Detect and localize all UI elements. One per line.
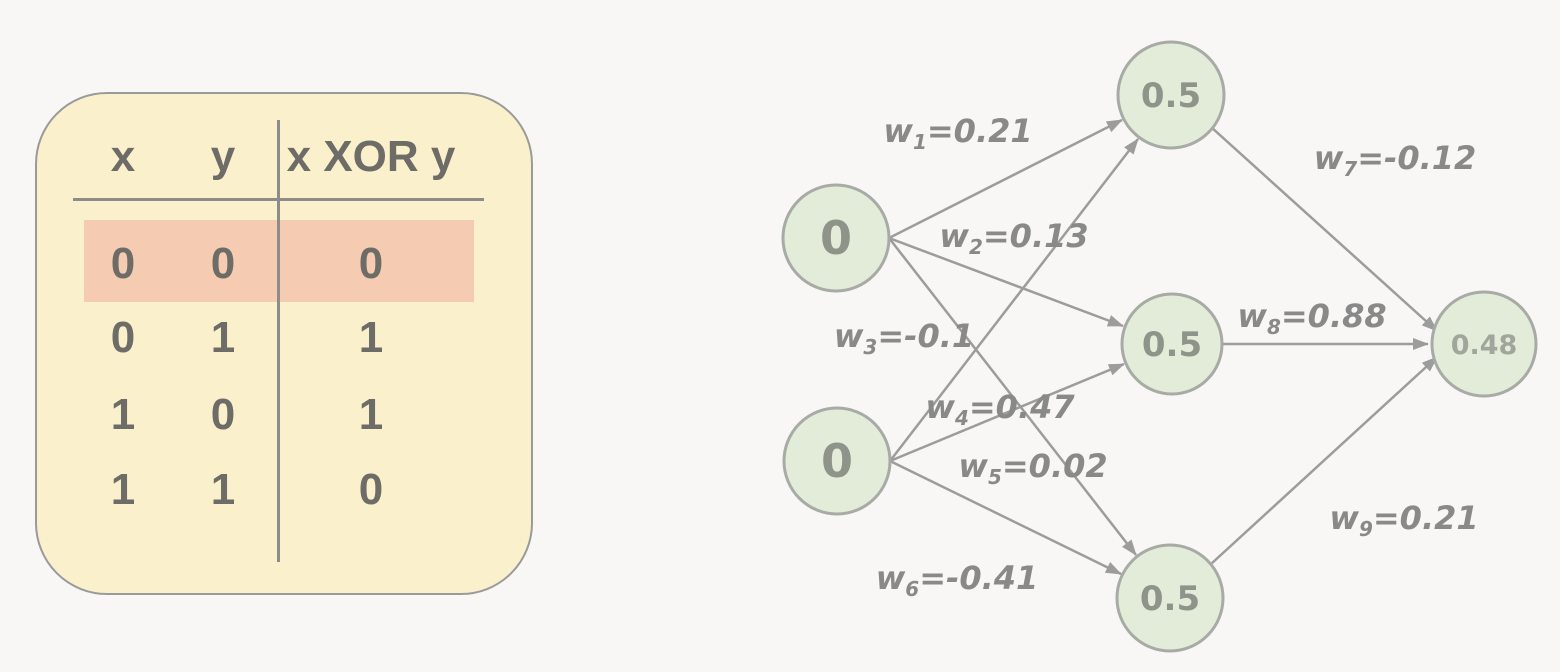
edge-input1-hidden3	[888, 237, 1137, 556]
edge-input1-hidden1	[888, 118, 1123, 240]
weight-label-w1: w1=0.21	[883, 112, 1032, 154]
weight-label-w2: w2=0.13	[939, 217, 1088, 259]
input-node-1	[781, 183, 891, 293]
hidden-node-3	[1115, 543, 1225, 653]
table-cell-r1-xor: 1	[358, 313, 384, 362]
column-header-x: x	[110, 132, 136, 181]
table-cell-r3-y: 1	[210, 465, 236, 514]
edge-input2-hidden1	[889, 138, 1139, 462]
weight-label-w5: w5=0.02	[958, 447, 1107, 489]
weight-label-w7: w7=-0.12	[1314, 139, 1477, 181]
table-cell-r2-y: 0	[210, 390, 236, 439]
edge-hidden1-output	[1210, 126, 1438, 332]
hidden-node-1	[1116, 40, 1226, 150]
weight-label-w4: w4=0.47	[925, 388, 1075, 430]
table-cell-r2-x: 1	[110, 390, 136, 439]
table-cell-r1-y: 1	[210, 313, 236, 362]
hidden-node-1-value: 0.5	[1141, 76, 1201, 116]
table-cell-r1-x: 0	[110, 313, 136, 362]
table-cell-r0-y: 0	[210, 239, 236, 288]
hidden-node-3-value: 0.5	[1140, 579, 1200, 619]
table-cell-r0-xor: 0	[358, 239, 384, 288]
column-divider-line	[277, 120, 280, 562]
hidden-node-2	[1120, 292, 1224, 396]
weight-label-w9: w9=0.21	[1329, 499, 1478, 541]
edge-input2-hidden3	[889, 459, 1122, 576]
input-node-2-value: 0	[821, 434, 853, 488]
output-node-value: 0.48	[1451, 330, 1518, 361]
input-node-1-value: 0	[820, 211, 852, 265]
input-node-2	[782, 406, 892, 516]
table-cell-r2-xor: 1	[358, 390, 384, 439]
column-header-y: y	[210, 132, 236, 181]
weight-label-w6: w6=-0.41	[876, 559, 1039, 601]
table-cell-r3-xor: 0	[358, 465, 384, 514]
hidden-node-2-value: 0.5	[1142, 325, 1202, 365]
column-header-xor: x XOR y	[286, 132, 456, 181]
xor-truth-table: x y x XOR y 0 0 0 0 1 1 1 0 1 1 1 0	[35, 92, 533, 595]
weight-label-w8: w8=0.88	[1237, 297, 1386, 339]
edge-input1-hidden2	[888, 236, 1124, 328]
weight-label-w3: w3=-0.1	[834, 317, 974, 359]
edge-input2-hidden2	[889, 362, 1125, 463]
table-cell-r0-x: 0	[110, 239, 136, 288]
table-cell-r3-x: 1	[110, 465, 136, 514]
output-node	[1430, 290, 1538, 398]
edge-hidden3-output	[1210, 356, 1438, 565]
